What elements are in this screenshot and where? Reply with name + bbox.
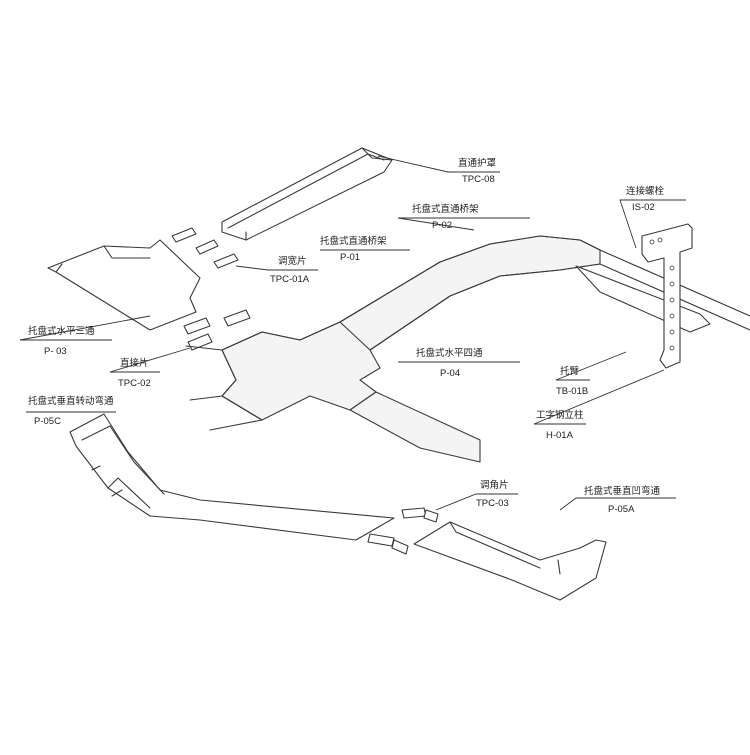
label-tray-straight: 托盘式直通桥架 P-01 xyxy=(320,235,387,263)
leader-lines xyxy=(19,155,686,511)
label-cross-name: 托盘式水平四通 xyxy=(416,347,483,359)
label-vert-bend-down: 托盘式垂直转动弯通 P-05C xyxy=(28,395,114,427)
straight-cover-part xyxy=(221,147,393,241)
label-bracket-name: 托臂 xyxy=(560,365,580,377)
label-cover: 直通护罩 TPC-08 xyxy=(458,157,496,185)
label-cover-name: 直通护罩 xyxy=(458,157,496,169)
label-bracket-code: TB-01B xyxy=(556,386,588,397)
label-straight-plate-code: TPC-02 xyxy=(118,378,151,389)
label-tray-bend-code: P-02 xyxy=(432,220,452,231)
label-bolt-name: 连接螺栓 xyxy=(626,185,665,197)
label-straight-plate: 直接片 TPC-02 xyxy=(118,357,151,389)
label-angle-plate-code: TPC-03 xyxy=(476,498,509,509)
horizontal-cross-part xyxy=(185,321,481,463)
label-tray-bend: 托盘式直通桥架 P-02 xyxy=(412,203,479,231)
label-vert-bend-down-name: 托盘式垂直转动弯通 xyxy=(28,395,114,407)
label-vert-bend-down-code: P-05C xyxy=(34,416,61,427)
label-column-code: H-01A xyxy=(546,430,574,441)
label-tray-straight-name: 托盘式直通桥架 xyxy=(320,235,387,247)
main-tray-run-part xyxy=(339,235,750,351)
label-column: 工字钢立柱 H-01A xyxy=(536,409,584,441)
label-bolt: 连接螺栓 IS-02 xyxy=(626,185,665,213)
angle-plate-parts xyxy=(367,507,439,555)
label-vert-bend-up: 托盘式垂直凹弯通 P-05A xyxy=(584,485,661,515)
label-cover-code: TPC-08 xyxy=(462,174,495,185)
label-bracket: 托臂 TB-01B xyxy=(556,365,588,397)
label-tee-name: 托盘式水平三通 xyxy=(28,325,95,337)
vertical-bend-up-part xyxy=(413,521,607,601)
label-adjust-plate-name: 调宽片 xyxy=(278,255,307,267)
label-column-name: 工字钢立柱 xyxy=(536,409,584,421)
label-tray-bend-name: 托盘式直通桥架 xyxy=(412,203,479,215)
label-tray-straight-code: P-01 xyxy=(340,252,360,263)
adjust-plate-parts xyxy=(171,227,251,351)
steel-column-part xyxy=(641,223,693,369)
label-angle-plate: 调角片 TPC-03 xyxy=(476,479,509,509)
label-vert-bend-up-code: P-05A xyxy=(608,504,635,515)
horizontal-tee-part xyxy=(47,239,201,331)
label-angle-plate-name: 调角片 xyxy=(480,479,509,491)
label-tee: 托盘式水平三通 P- 03 xyxy=(28,325,95,357)
label-vert-bend-up-name: 托盘式垂直凹弯通 xyxy=(584,485,661,497)
label-cross-code: P-04 xyxy=(440,368,460,379)
label-adjust-plate-code: TPC-01A xyxy=(270,274,310,285)
label-bolt-code: IS-02 xyxy=(632,202,655,213)
label-straight-plate-name: 直接片 xyxy=(120,357,149,369)
label-adjust-plate: 调宽片 TPC-01A xyxy=(270,255,310,285)
vertical-bend-down-part xyxy=(69,413,395,541)
label-cross: 托盘式水平四通 P-04 xyxy=(416,347,483,379)
label-tee-code: P- 03 xyxy=(44,346,67,357)
